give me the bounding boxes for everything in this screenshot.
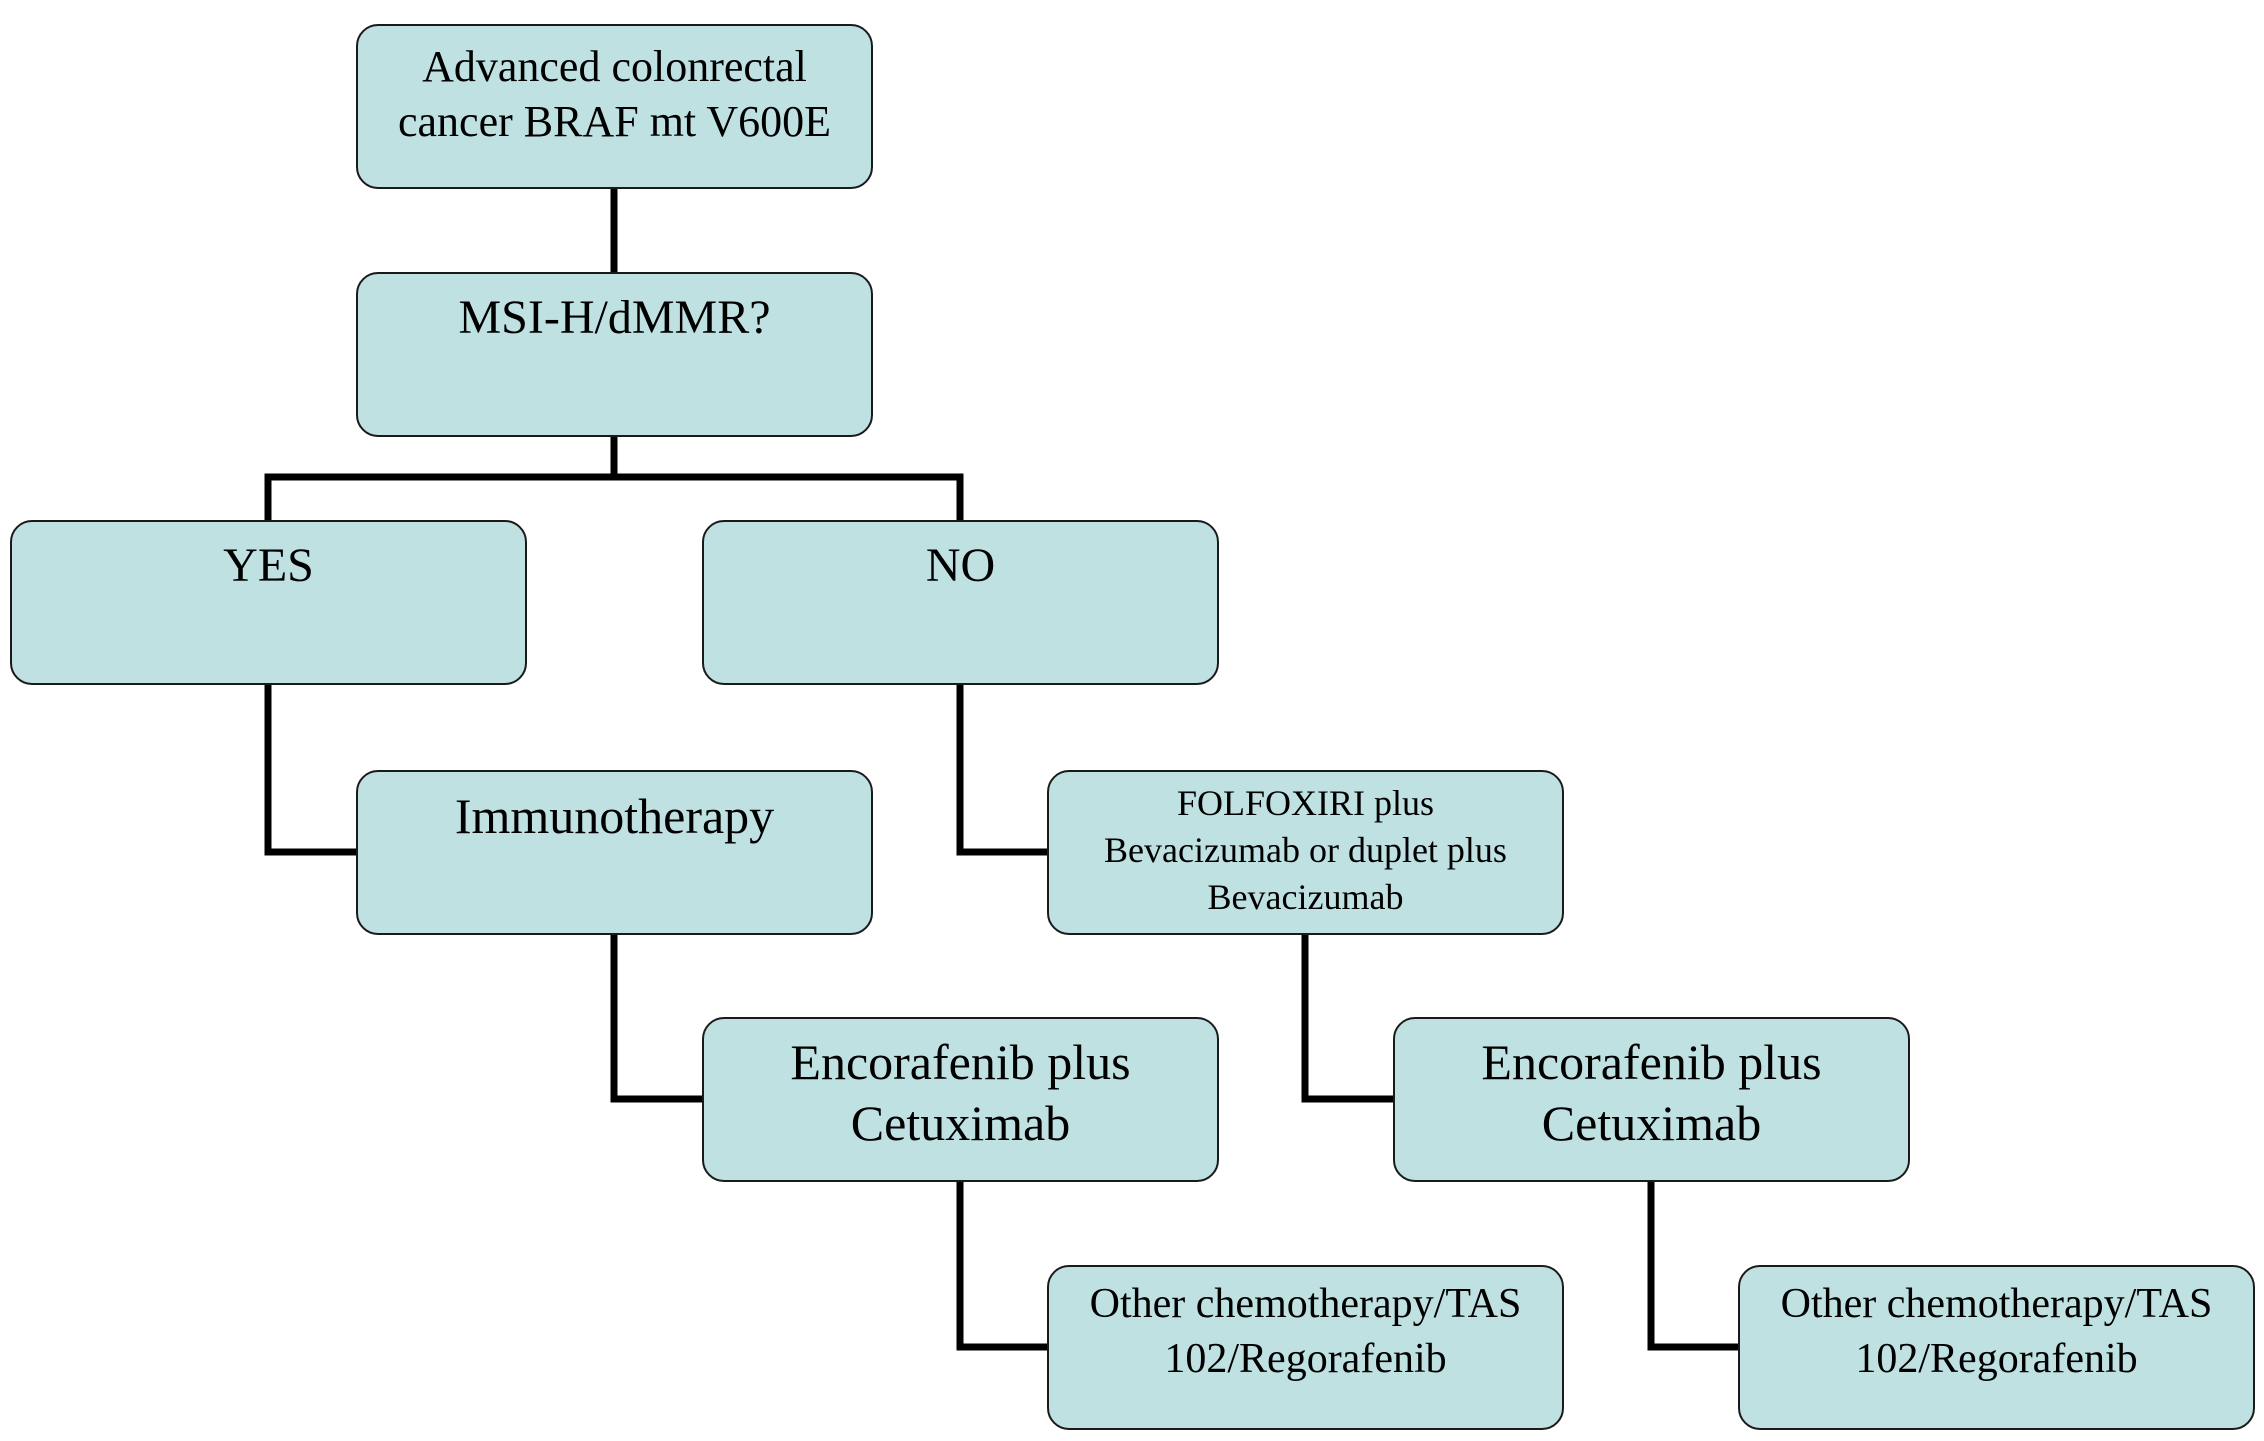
node-text-line: YES <box>223 539 314 592</box>
node-advanced-colorectal-cancer: Advanced colonrectal cancer BRAF mt V600… <box>356 24 873 189</box>
node-msi-question: MSI-H/dMMR? <box>356 272 873 437</box>
connector-no-to-folfoxiri <box>956 685 1047 856</box>
node-text-line: Cetuximab <box>1541 1095 1762 1151</box>
node-encorafenib-cetuximab-left: Encorafenib plus Cetuximab <box>702 1017 1219 1182</box>
node-text-line: Other chemotherapy/TAS <box>1780 1281 2213 1327</box>
node-immunotherapy: Immunotherapy <box>356 770 873 935</box>
node-text-line: Cetuximab <box>850 1095 1071 1151</box>
node-text-line: MSI-H/dMMR? <box>458 291 771 344</box>
connector-branch-bar <box>264 473 964 520</box>
connector-folfoxiri-to-encorafenib-right <box>1301 935 1393 1103</box>
node-text-line: NO <box>925 539 996 592</box>
connector-encorafenib-right-to-other-right <box>1647 1182 1738 1351</box>
node-encorafenib-cetuximab-right: Encorafenib plus Cetuximab <box>1393 1017 1910 1182</box>
node-other-chemotherapy-left: Other chemotherapy/TAS 102/Regorafenib <box>1047 1265 1564 1430</box>
node-text-line: 102/Regorafenib <box>1164 1336 1447 1382</box>
node-text-line: Advanced colonrectal <box>422 42 807 91</box>
node-text-line: Encorafenib plus <box>790 1034 1131 1090</box>
node-text-line: Bevacizumab <box>1207 877 1404 917</box>
connector-yes-to-immunotherapy <box>264 685 356 856</box>
node-text-line: Immunotherapy <box>454 788 775 844</box>
connector-immunotherapy-to-encorafenib-left <box>610 935 702 1103</box>
node-folfoxiri-bevacizumab: FOLFOXIRI plus Bevacizumab or duplet plu… <box>1047 770 1564 935</box>
node-text-line: Encorafenib plus <box>1481 1034 1822 1090</box>
node-yes: YES <box>10 520 527 685</box>
node-text-line: 102/Regorafenib <box>1855 1336 2138 1382</box>
node-text-line: FOLFOXIRI plus <box>1176 783 1435 823</box>
node-other-chemotherapy-right: Other chemotherapy/TAS 102/Regorafenib <box>1738 1265 2255 1430</box>
node-no: NO <box>702 520 1219 685</box>
node-text-line: Bevacizumab or duplet plus <box>1104 830 1507 870</box>
connector-encorafenib-left-to-other-left <box>956 1182 1047 1351</box>
node-text-line: Other chemotherapy/TAS <box>1089 1281 1522 1327</box>
node-text-line: cancer BRAF mt V600E <box>397 97 832 146</box>
